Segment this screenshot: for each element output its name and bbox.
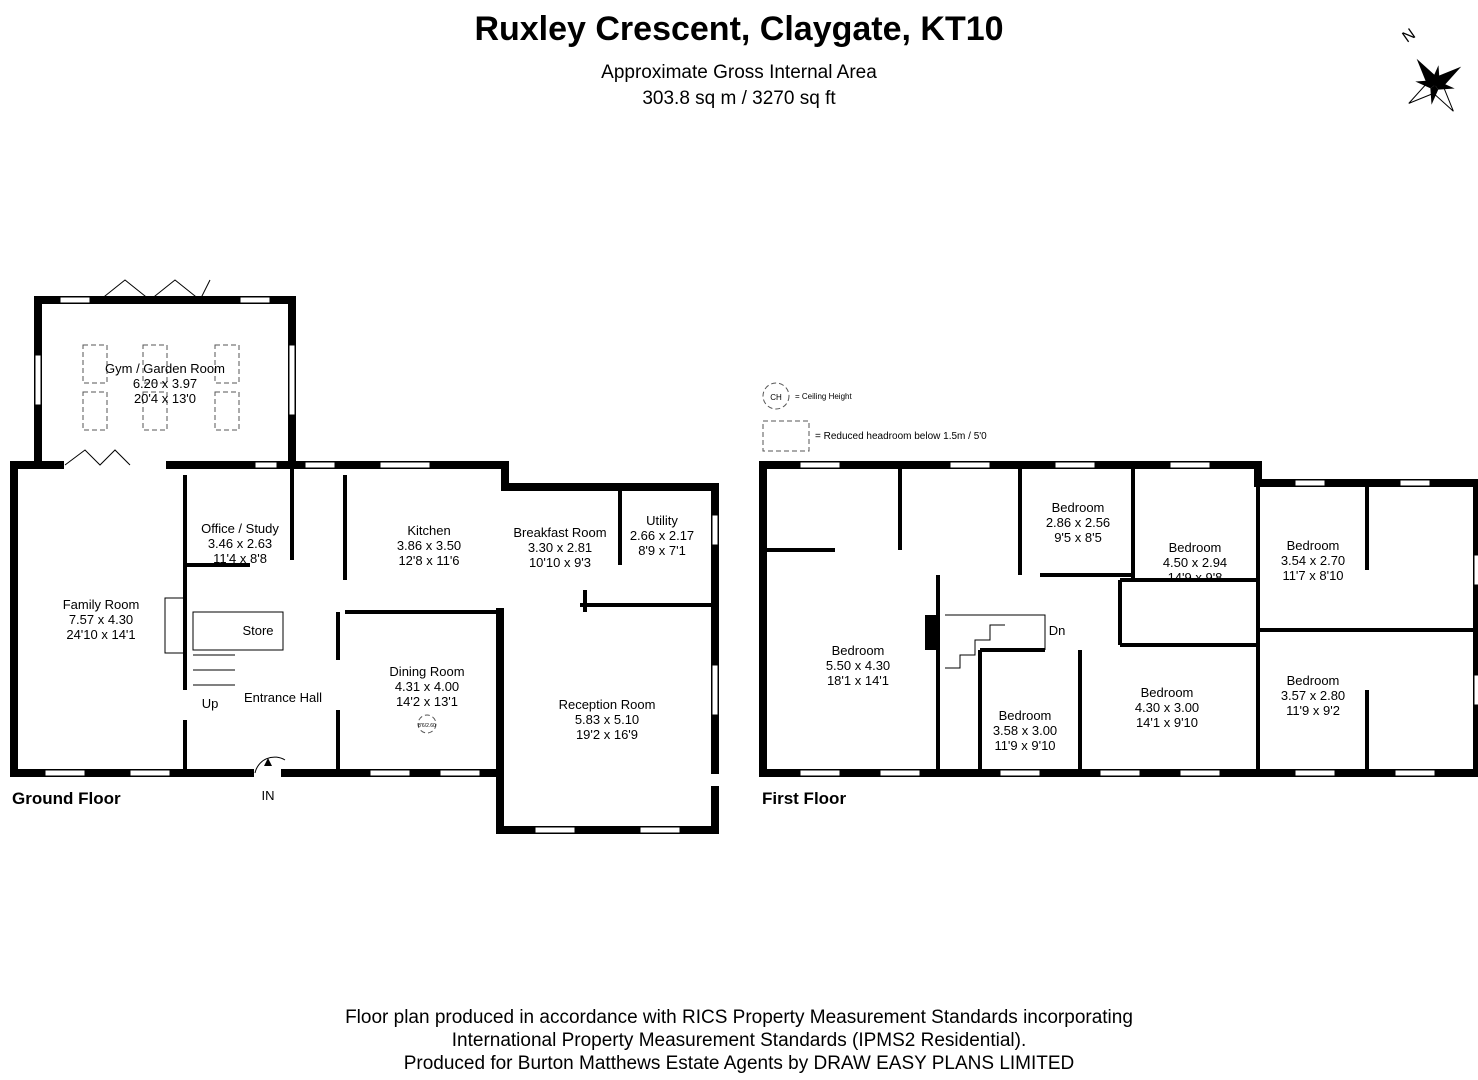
- reduced-headroom-symbol: [762, 420, 810, 452]
- ground-floor-label: Ground Floor: [12, 789, 121, 808]
- first-floor-room-labels: Bedroom 2.86 x 2.56 9'5 x 8'5 Bedroom 4.…: [826, 500, 1345, 753]
- svg-text:14'9 x 9'8: 14'9 x 9'8: [1168, 570, 1223, 585]
- entrance-arrow-icon: [264, 758, 272, 766]
- svg-text:Dining Room: Dining Room: [389, 664, 464, 679]
- svg-text:24'10 x 14'1: 24'10 x 14'1: [66, 627, 135, 642]
- legend: CH = Ceiling Height = Reduced headroom b…: [762, 382, 987, 452]
- room-bedroom-7: Bedroom 3.57 x 2.80 11'9 x 9'2: [1281, 673, 1345, 718]
- area-value: 303.8 sq m / 3270 sq ft: [642, 88, 836, 109]
- legend-ch-label: = Ceiling Height: [795, 392, 852, 401]
- svg-text:3.30 x 2.81: 3.30 x 2.81: [528, 540, 592, 555]
- svg-text:20'4 x 13'0: 20'4 x 13'0: [134, 391, 196, 406]
- svg-text:Utility: Utility: [646, 513, 678, 528]
- first-floor-walls: [759, 461, 1478, 777]
- legend-reduced-label: = Reduced headroom below 1.5m / 5'0: [815, 431, 987, 442]
- stairs-up-label: Up: [202, 696, 219, 711]
- svg-text:3.46 x 2.63: 3.46 x 2.63: [208, 536, 272, 551]
- room-bedroom-2: Bedroom 4.50 x 2.94 14'9 x 9'8: [1163, 540, 1227, 585]
- svg-text:2.86 x 2.56: 2.86 x 2.56: [1046, 515, 1110, 530]
- svg-text:14'1 x 9'10: 14'1 x 9'10: [1136, 715, 1198, 730]
- svg-text:3.86 x 3.50: 3.86 x 3.50: [397, 538, 461, 553]
- first-floor-windows: [799, 461, 1478, 777]
- room-family-room: Family Room 7.57 x 4.30 24'10 x 14'1: [63, 597, 140, 642]
- room-bedroom-6: Bedroom 4.30 x 3.00 14'1 x 9'10: [1135, 685, 1199, 730]
- plan-title: Ruxley Crescent, Claygate, KT10: [474, 10, 1004, 48]
- room-bedroom-3: Bedroom 3.54 x 2.70 11'7 x 8'10: [1281, 538, 1345, 583]
- entrance-label: IN: [262, 788, 275, 803]
- svg-text:Bedroom: Bedroom: [1052, 500, 1105, 515]
- room-entrance-hall: Entrance Hall: [244, 690, 322, 705]
- room-dining-room: Dining Room 4.31 x 4.00 14'2 x 13'1: [389, 664, 464, 709]
- ceiling-height-value: 8'6/2.60: [418, 723, 436, 729]
- room-bedroom-5: Bedroom 3.58 x 3.00 11'9 x 9'10: [993, 708, 1057, 753]
- svg-text:14'2 x 13'1: 14'2 x 13'1: [396, 694, 458, 709]
- svg-text:2.66 x 2.17: 2.66 x 2.17: [630, 528, 694, 543]
- room-bedroom-1: Bedroom 2.86 x 2.56 9'5 x 8'5: [1046, 500, 1110, 545]
- svg-text:11'9 x 9'2: 11'9 x 9'2: [1286, 703, 1340, 718]
- footer-line-1: Floor plan produced in accordance with R…: [345, 1007, 1133, 1028]
- compass-north-label: N: [1400, 26, 1419, 47]
- svg-text:9'5 x 8'5: 9'5 x 8'5: [1054, 530, 1102, 545]
- room-office-study: Office / Study 3.46 x 2.63 11'4 x 8'8: [201, 521, 279, 566]
- svg-text:Bedroom: Bedroom: [1141, 685, 1194, 700]
- svg-text:5.50 x 4.30: 5.50 x 4.30: [826, 658, 890, 673]
- ground-floor-room-labels: Gym / Garden Room 6.20 x 3.97 20'4 x 13'…: [63, 361, 694, 803]
- room-breakfast-room: Breakfast Room 3.30 x 2.81 10'10 x 9'3: [513, 525, 606, 570]
- svg-text:Bedroom: Bedroom: [1287, 673, 1340, 688]
- svg-text:4.50 x 2.94: 4.50 x 2.94: [1163, 555, 1227, 570]
- ground-floor-windows: [34, 279, 719, 834]
- room-gym-garden-room: Gym / Garden Room 6.20 x 3.97 20'4 x 13'…: [105, 361, 225, 406]
- svg-text:4.31 x 4.00: 4.31 x 4.00: [395, 679, 459, 694]
- svg-text:3.54 x 2.70: 3.54 x 2.70: [1281, 553, 1345, 568]
- svg-text:7.57 x 4.30: 7.57 x 4.30: [69, 612, 133, 627]
- footer-line-3: Produced for Burton Matthews Estate Agen…: [403, 1053, 1075, 1074]
- svg-text:3.57 x 2.80: 3.57 x 2.80: [1281, 688, 1345, 703]
- ceiling-height-symbol: [762, 382, 790, 410]
- svg-text:Bedroom: Bedroom: [999, 708, 1052, 723]
- skylights: [82, 344, 240, 431]
- svg-text:8'9 x 7'1: 8'9 x 7'1: [638, 543, 686, 558]
- svg-text:6.20 x 3.97: 6.20 x 3.97: [133, 376, 197, 391]
- svg-text:10'10 x 9'3: 10'10 x 9'3: [529, 555, 591, 570]
- legend-ch-symbol: CH: [770, 393, 782, 402]
- svg-text:Kitchen: Kitchen: [407, 523, 450, 538]
- svg-text:19'2 x 16'9: 19'2 x 16'9: [576, 727, 638, 742]
- svg-text:5.83 x 5.10: 5.83 x 5.10: [575, 712, 639, 727]
- svg-text:11'4 x 8'8: 11'4 x 8'8: [213, 551, 267, 566]
- svg-text:4.30 x 3.00: 4.30 x 3.00: [1135, 700, 1199, 715]
- footer-line-2: International Property Measurement Stand…: [451, 1030, 1027, 1051]
- svg-text:Office / Study: Office / Study: [201, 521, 279, 536]
- svg-text:Gym / Garden Room: Gym / Garden Room: [105, 361, 225, 376]
- stairs-down-label: Dn: [1049, 623, 1066, 638]
- svg-text:Entrance Hall: Entrance Hall: [244, 690, 322, 705]
- svg-text:Bedroom: Bedroom: [1287, 538, 1340, 553]
- svg-text:Family Room: Family Room: [63, 597, 140, 612]
- first-floor-label: First Floor: [762, 789, 846, 808]
- compass-icon: N: [1400, 26, 1462, 112]
- svg-text:3.58 x 3.00: 3.58 x 3.00: [993, 723, 1057, 738]
- svg-text:12'8 x 11'6: 12'8 x 11'6: [398, 553, 459, 568]
- ground-floor-walls: [10, 296, 719, 834]
- svg-text:Bedroom: Bedroom: [832, 643, 885, 658]
- svg-text:Bedroom: Bedroom: [1169, 540, 1222, 555]
- svg-text:Reception Room: Reception Room: [559, 697, 656, 712]
- svg-text:11'7 x 8'10: 11'7 x 8'10: [1282, 568, 1343, 583]
- svg-text:18'1 x 14'1: 18'1 x 14'1: [827, 673, 889, 688]
- room-kitchen: Kitchen 3.86 x 3.50 12'8 x 11'6: [397, 523, 461, 568]
- svg-text:11'9 x 9'10: 11'9 x 9'10: [994, 738, 1055, 753]
- room-reception-room: Reception Room 5.83 x 5.10 19'2 x 16'9: [559, 697, 656, 742]
- area-label: Approximate Gross Internal Area: [601, 62, 877, 83]
- room-utility: Utility 2.66 x 2.17 8'9 x 7'1: [630, 513, 694, 558]
- store-label: Store: [242, 623, 273, 638]
- svg-text:Breakfast Room: Breakfast Room: [513, 525, 606, 540]
- room-bedroom-4: Bedroom 5.50 x 4.30 18'1 x 14'1: [826, 643, 890, 688]
- ceiling-height-marker: [417, 714, 437, 734]
